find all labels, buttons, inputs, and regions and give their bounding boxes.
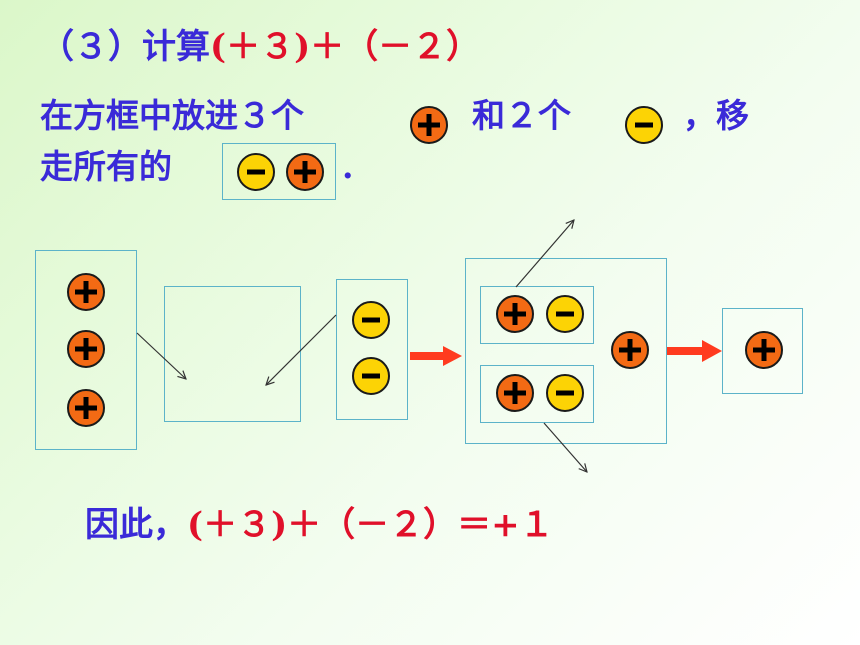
plus-token-icon	[745, 331, 783, 369]
conclusion-line: 因此，(＋３)＋（－２）＝+１	[85, 500, 554, 550]
plus-token-icon	[67, 389, 105, 427]
plus-token-icon	[286, 153, 324, 191]
instruction-part-4: 走所有的	[40, 147, 172, 186]
title-line: （３）计算(＋３)＋（－２）	[40, 22, 480, 72]
instruction-line-1b: 和２个	[472, 92, 571, 140]
pair-box-inline	[222, 143, 336, 200]
empty-target-box	[164, 286, 301, 422]
instruction-line-2b: .	[342, 143, 354, 191]
plus-token-icon	[611, 331, 649, 369]
conclusion-label: 因此，	[85, 505, 187, 545]
plus-token-icon	[67, 330, 105, 368]
plus-source-box	[35, 250, 137, 450]
plus-token-icon	[496, 295, 534, 333]
instruction-line-2: 走所有的	[40, 143, 172, 191]
plus-token-icon	[410, 106, 448, 144]
instruction-part-3: ，移	[683, 96, 749, 135]
title-expression: (＋３)＋（－２）	[210, 27, 481, 67]
instruction-line-1c: ，移	[683, 92, 749, 140]
minus-token-icon	[352, 301, 390, 339]
minus-source-box	[336, 279, 408, 420]
plus-token-icon	[496, 374, 534, 412]
instruction-part-2: 和２个	[472, 96, 571, 135]
pair-box-bottom	[480, 365, 594, 423]
instruction-part-5: .	[342, 147, 354, 186]
minus-token-icon	[352, 357, 390, 395]
minus-token-icon	[625, 106, 663, 144]
instruction-line-1: 在方框中放进３个	[40, 92, 304, 140]
instruction-part-1: 在方框中放进３个	[40, 96, 304, 135]
minus-token-icon	[546, 374, 584, 412]
minus-token-icon	[546, 295, 584, 333]
step-label: （３）计算	[40, 27, 210, 67]
red-arrow-2	[667, 340, 722, 362]
result-box	[722, 308, 803, 394]
plus-token-icon	[67, 273, 105, 311]
conclusion-equation: (＋３)＋（－２）＝+１	[187, 505, 554, 545]
minus-token-icon	[237, 153, 275, 191]
red-arrow-1	[410, 346, 462, 366]
